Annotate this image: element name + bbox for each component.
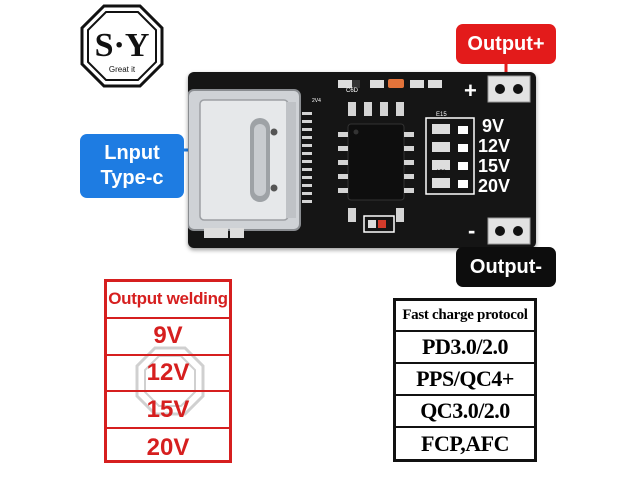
logo-text: S·Y [95, 27, 150, 64]
welding-row-9v: 9V [107, 319, 229, 356]
input-label-line1: Lnput [104, 142, 160, 164]
protocol-row-pps: PPS/QC4+ [396, 364, 534, 396]
output-welding-table: Output welding 9V 12V 15V 20V [104, 279, 232, 463]
protocol-row-fcp: FCP,AFC [421, 431, 509, 456]
protocol-row-qc: QC3.0/2.0 [396, 396, 534, 428]
silk-label-150: 150 [436, 170, 447, 176]
silk-label-c6d: C6D [346, 88, 359, 94]
silk-label-e15: E15 [436, 112, 447, 118]
logo-slogan: Great it [109, 65, 136, 74]
silk-20v: 20V [478, 176, 510, 196]
silk-15v: 15V [478, 156, 510, 176]
output-plus-pad [487, 75, 531, 103]
silk-label-2v4: 2V4 [312, 98, 321, 104]
output-minus-pad [487, 217, 531, 245]
fast-charge-protocol-table: Fast charge protocol PD3.0/2.0 PPS/QC4+ … [393, 298, 537, 462]
welding-row-12v: 12V [107, 356, 229, 393]
welding-row-20v: 20V [146, 433, 190, 461]
usb-c-connector [188, 89, 301, 231]
welding-table-header: Output welding [107, 282, 229, 319]
input-label-line2: Type-c [100, 167, 164, 189]
output-minus-label: Output- [456, 247, 556, 287]
voltage-select-pads [425, 117, 475, 195]
output-plus-label: Output+ [456, 24, 556, 64]
input-typec-label: Lnput Type-c [80, 134, 184, 198]
main-ic-chip [338, 123, 414, 201]
silk-minus-sign: - [468, 218, 475, 243]
pcb-board: C6D [188, 72, 536, 248]
welding-row-15v: 15V [107, 392, 229, 430]
protocol-row-pd: PD3.0/2.0 [396, 332, 534, 364]
brand-logo: S·Y Great it [80, 4, 164, 88]
silk-plus-sign: + [464, 78, 477, 103]
silk-9v: 9V [482, 116, 504, 136]
protocol-table-header: Fast charge protocol [396, 301, 534, 332]
silk-12v: 12V [478, 136, 510, 156]
